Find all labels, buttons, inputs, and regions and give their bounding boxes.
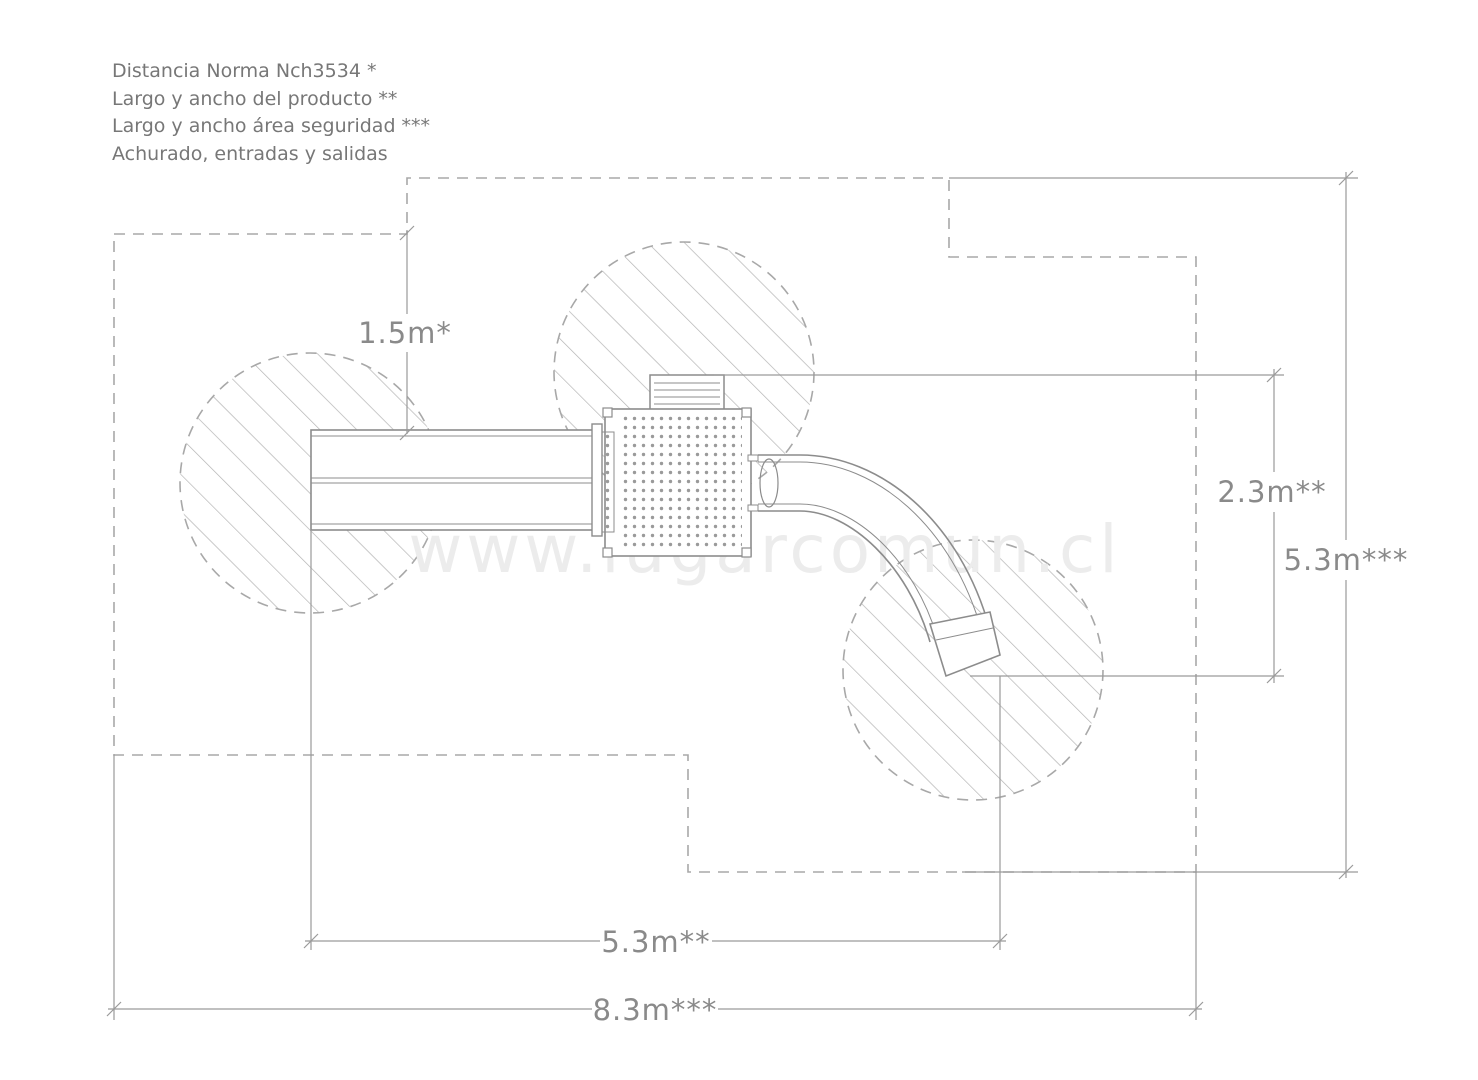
curved-slide [758, 454, 1001, 678]
legend-safety-area: Largo y ancho área seguridad *** [112, 115, 431, 137]
product-width-label: 2.3m** [1217, 475, 1326, 509]
legend: Distancia Norma Nch3534 * Largo y ancho … [112, 58, 430, 168]
legend-product-size: Largo y ancho del producto ** [112, 87, 398, 110]
access-ladder [649, 374, 725, 411]
product-length-label: 5.3m** [601, 925, 710, 959]
safety-area-outline [113, 177, 1197, 873]
straight-slide [310, 423, 603, 537]
play-tower-platform [601, 407, 759, 558]
legend-hatching: Achurado, entradas y salidas [112, 142, 388, 165]
norm-distance-label: 1.5m* [358, 316, 452, 350]
safety-length-label: 8.3m*** [593, 993, 718, 1027]
safety-width-label: 5.3m*** [1284, 543, 1409, 577]
legend-norm-distance: Distancia Norma Nch3534 * [112, 60, 377, 82]
